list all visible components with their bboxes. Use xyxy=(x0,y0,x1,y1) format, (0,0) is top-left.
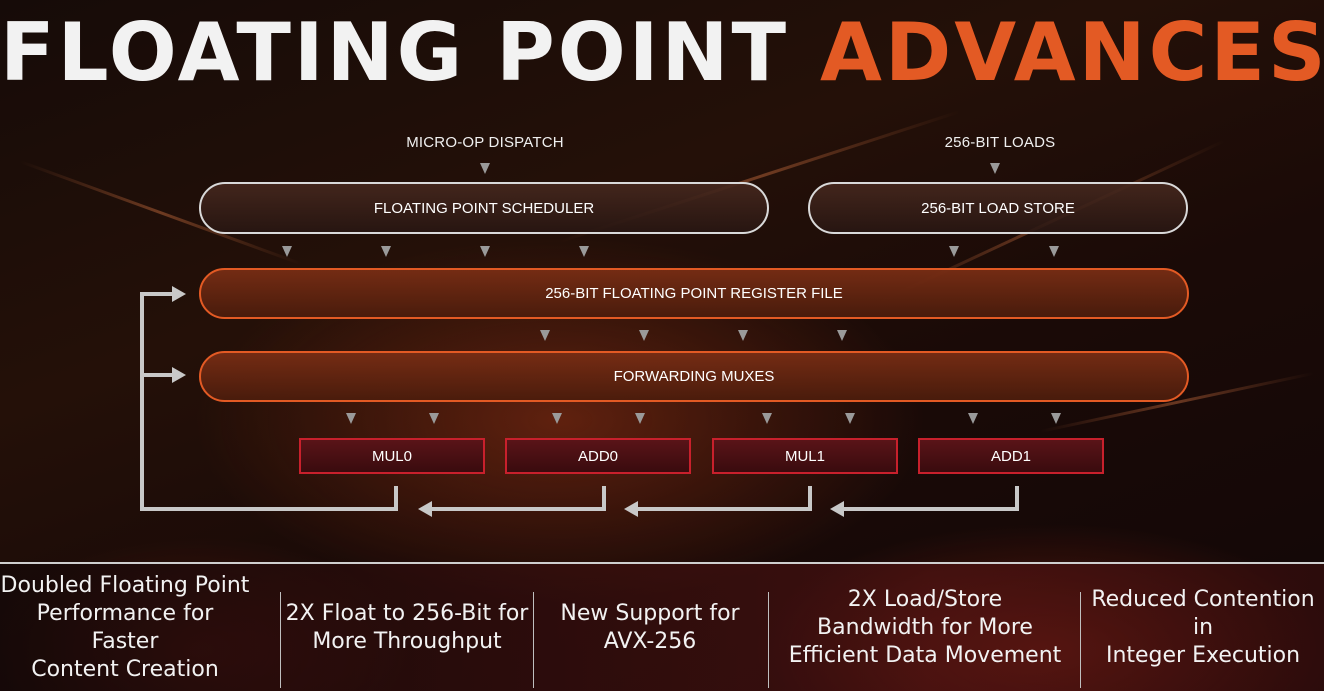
forwarding-muxes-label: FORWARDING MUXES xyxy=(613,368,775,385)
feature-1: Doubled Floating Point Performance for F… xyxy=(0,564,250,691)
unit-add1-label: ADD1 xyxy=(990,447,1031,465)
feature-2-line-2: More Throughput xyxy=(312,628,502,654)
feature-1-line-1: Doubled Floating Point xyxy=(0,572,250,598)
feature-4-line-2: Bandwidth for More xyxy=(817,614,1033,640)
feature-separator xyxy=(768,592,769,688)
feedback-arrowheads xyxy=(172,286,844,517)
feature-2: 2X Float to 256-Bit for More Throughput xyxy=(282,564,532,691)
unit-add0: ADD0 xyxy=(505,438,691,474)
fp-scheduler-block: FLOATING POINT SCHEDULER xyxy=(199,182,769,234)
small-down-arrows xyxy=(282,163,1061,424)
feature-5: Reduced Contention in Integer Execution xyxy=(1082,564,1324,691)
loads-label: 256-BIT LOADS xyxy=(944,134,1056,151)
unit-mul1: MUL1 xyxy=(712,438,898,474)
unit-mul0: MUL0 xyxy=(299,438,485,474)
feature-separator xyxy=(1080,592,1081,688)
unit-mul0-label: MUL0 xyxy=(371,447,412,465)
feature-separator xyxy=(533,592,534,688)
feature-5-line-2: Integer Execution xyxy=(1105,642,1301,668)
feature-2-line-1: 2X Float to 256-Bit for xyxy=(285,600,529,626)
unit-mul1-label: MUL1 xyxy=(784,447,825,465)
feature-1-line-2: Performance for Faster xyxy=(36,600,214,654)
load-store-label: 256-BIT LOAD STORE xyxy=(921,199,1075,217)
feature-3-line-2: AVX-256 xyxy=(603,628,697,654)
fp-scheduler-label: FLOATING POINT SCHEDULER xyxy=(373,199,595,217)
unit-add0-label: ADD0 xyxy=(577,447,618,465)
feature-3-line-1: New Support for xyxy=(560,600,740,626)
forwarding-muxes-block: FORWARDING MUXES xyxy=(199,351,1189,402)
load-store-block: 256-BIT LOAD STORE xyxy=(808,182,1188,234)
feedback-lines xyxy=(140,292,1019,511)
feature-4: 2X Load/Store Bandwidth for More Efficie… xyxy=(770,564,1080,691)
feature-strip xyxy=(0,564,1324,691)
micro-op-dispatch-label: MICRO-OP DISPATCH xyxy=(406,134,564,151)
divider-line xyxy=(0,562,1324,564)
title-part1: FLOATING POINT xyxy=(0,6,790,99)
unit-add1: ADD1 xyxy=(918,438,1104,474)
feature-1-line-3: Content Creation xyxy=(31,656,219,682)
title-part2: ADVANCES xyxy=(819,6,1324,99)
flow-arrows xyxy=(140,163,1061,517)
feature-separator xyxy=(280,592,281,688)
register-file-block: 256-BIT FLOATING POINT REGISTER FILE xyxy=(199,268,1189,319)
feature-4-line-3: Efficient Data Movement xyxy=(788,642,1062,668)
feature-4-line-1: 2X Load/Store xyxy=(847,586,1003,612)
register-file-label: 256-BIT FLOATING POINT REGISTER FILE xyxy=(545,285,843,302)
feature-3: New Support for AVX-256 xyxy=(535,564,765,691)
slide-title: FLOATING POINT ADVANCES xyxy=(0,8,1324,98)
feature-5-line-1: Reduced Contention in xyxy=(1091,586,1315,640)
